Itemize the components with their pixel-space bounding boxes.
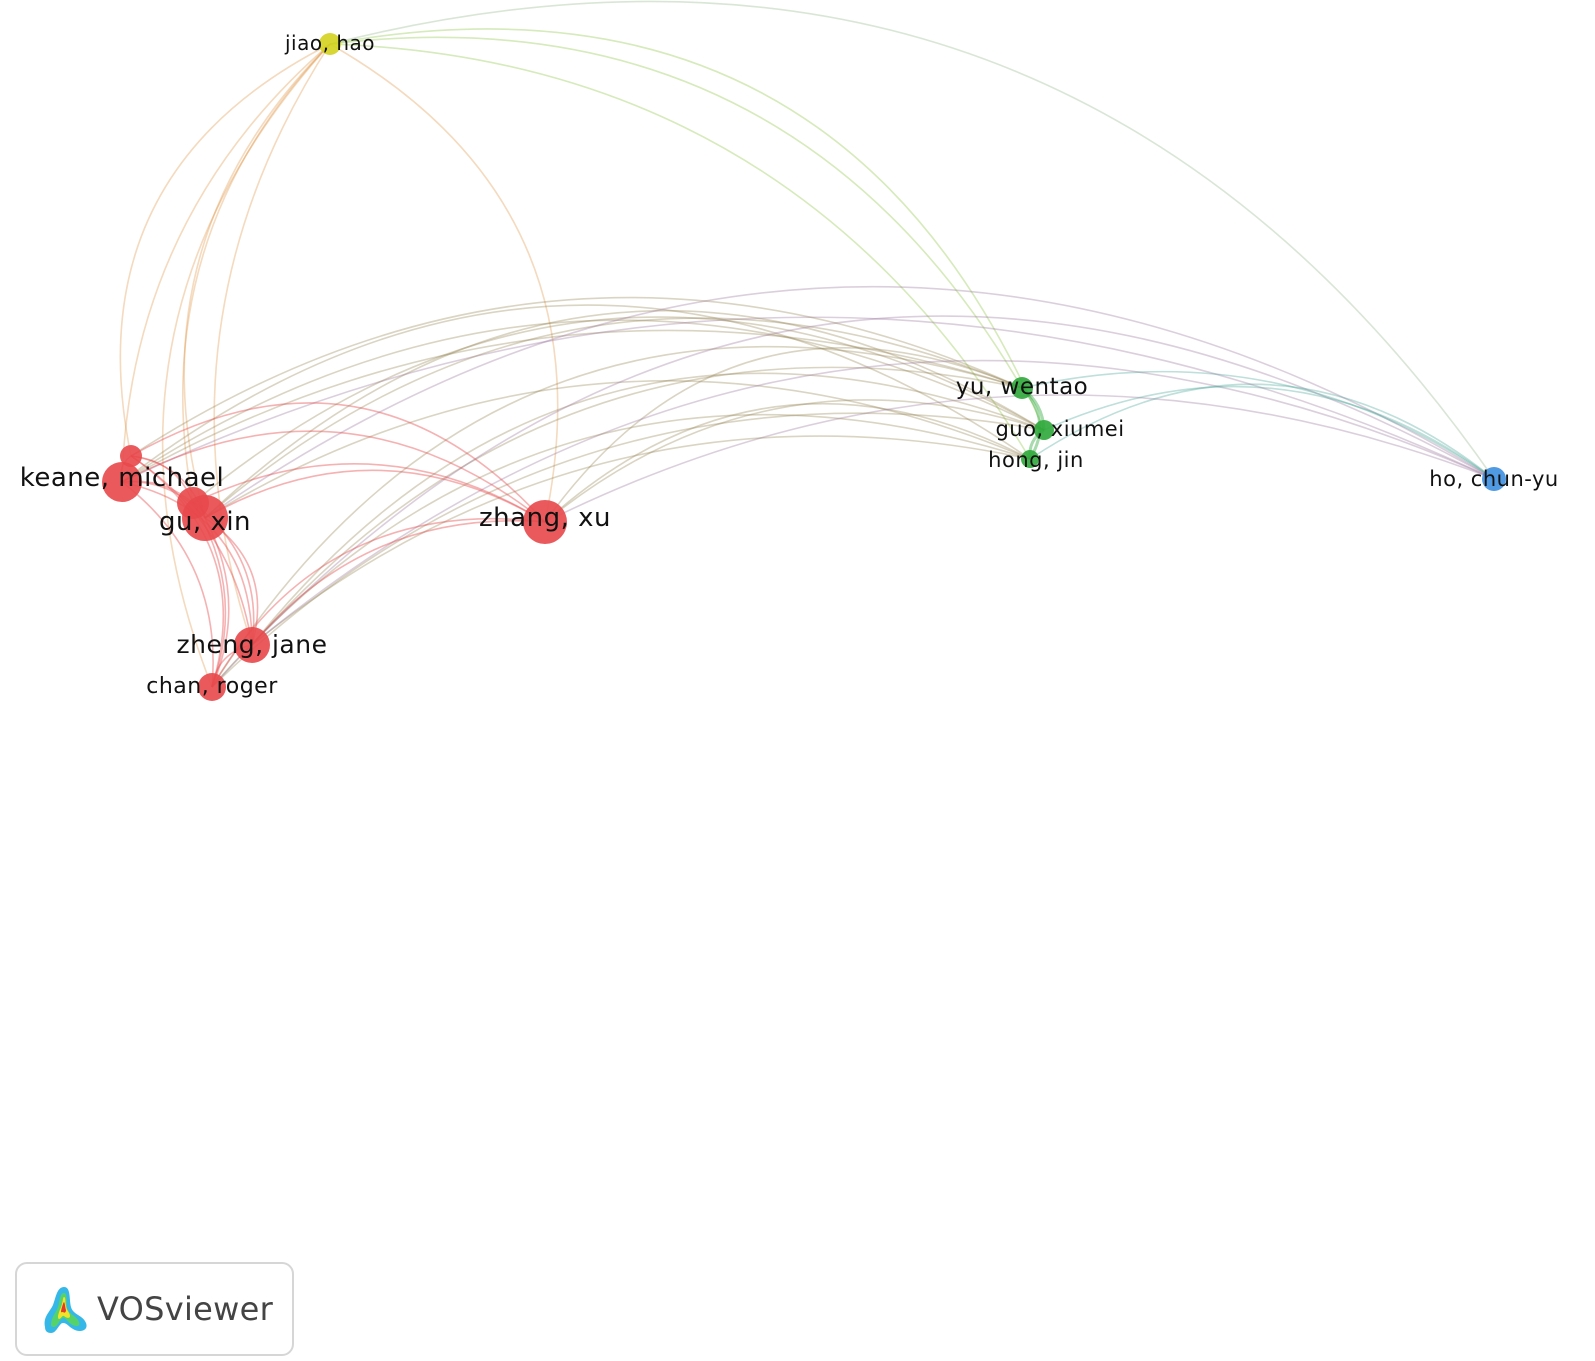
node-zhang[interactable] — [523, 500, 567, 544]
node-label-gu: gu, xin — [159, 507, 251, 537]
link-zheng-hong — [251, 435, 1031, 646]
node-label-yu: yu, wentao — [956, 374, 1089, 400]
link-zheng-guo — [251, 372, 1045, 646]
link-gu-ho — [204, 285, 1495, 519]
link-red-mid-jiao — [182, 43, 331, 504]
node-yu[interactable] — [1011, 377, 1033, 399]
link-jiao-ho — [329, 0, 1495, 480]
link-gu-yu — [204, 317, 1023, 519]
link-guo-ho — [1043, 385, 1495, 480]
link-yu-ho — [1021, 370, 1495, 480]
link-keane-ho — [121, 316, 1495, 483]
link-jiao-guo — [329, 28, 1045, 431]
link-chan-guo — [211, 412, 1045, 688]
node-label-keane: keane, michael — [20, 463, 225, 493]
network-links — [119, 0, 1495, 688]
link-zhang-red-mid — [192, 463, 546, 523]
link-zhang-hong — [544, 402, 1031, 523]
link-chan-jiao — [161, 43, 331, 688]
node-label-zhang: zhang, xu — [479, 503, 611, 533]
link-red-mid-guo — [192, 316, 1045, 504]
node-label-ho: ho, chun-yu — [1429, 467, 1558, 491]
node-ho[interactable] — [1482, 467, 1506, 491]
node-keane[interactable] — [102, 462, 142, 502]
link-zhang-jiao — [329, 43, 559, 523]
link-hong-ho — [1029, 383, 1495, 480]
link-red-small-jiao — [119, 43, 331, 457]
link-chan-ho — [211, 315, 1495, 688]
link-zhang-guo — [544, 399, 1045, 523]
link-zhang-chan — [211, 518, 546, 688]
link-gu-hong — [204, 380, 1031, 519]
node-hong[interactable] — [1021, 450, 1039, 468]
vosviewer-logo-badge: VOSviewer — [15, 1262, 294, 1356]
node-label-zheng: zheng, jane — [177, 630, 328, 659]
node-label-jiao: jiao, hao — [284, 31, 375, 55]
link-red-small-yu — [130, 296, 1023, 457]
network-nodes — [102, 33, 1506, 701]
link-zhang-zheng — [251, 520, 546, 646]
node-guo[interactable] — [1034, 420, 1054, 440]
node-red-small[interactable] — [120, 445, 142, 467]
link-zhang-red-small — [130, 402, 546, 523]
link-zheng-yu — [251, 366, 1023, 646]
vosviewer-logo-text: VOSviewer — [97, 1290, 274, 1328]
link-keane-jiao — [121, 43, 331, 483]
link-keane-chan — [121, 481, 214, 688]
node-label-guo: guo, xiumei — [995, 417, 1124, 441]
link-gu-jiao — [183, 43, 331, 519]
network-labels: keane, michael gu, xin zhang, xu zheng, jan… — [20, 31, 1558, 699]
link-keane-zhang — [121, 430, 546, 523]
node-label-hong: hong, jin — [988, 448, 1084, 472]
link-keane-hong — [121, 304, 1031, 483]
link-zhang-yu — [544, 347, 1023, 523]
link-gu-guo — [204, 309, 1045, 519]
node-jiao[interactable] — [319, 33, 341, 55]
link-keane-zheng — [121, 481, 253, 646]
node-zheng[interactable] — [234, 627, 270, 663]
link-zheng-jiao — [213, 43, 331, 646]
link-jiao-yu — [329, 36, 1023, 389]
link-gu-zhang — [204, 469, 546, 523]
link-keane-yu — [121, 329, 1023, 483]
link-keane-guo — [121, 319, 1045, 483]
link-jiao-hong — [329, 43, 1031, 460]
node-red-mid[interactable] — [177, 487, 209, 519]
link-chan-red-small — [130, 455, 225, 688]
link-chan-yu — [211, 345, 1023, 688]
link-chan-hong — [211, 413, 1031, 688]
node-label-chan: chan, roger — [146, 674, 278, 699]
node-chan[interactable] — [198, 673, 226, 701]
link-zheng-ho — [251, 359, 1495, 646]
vosviewer-logo-icon — [44, 1287, 87, 1333]
